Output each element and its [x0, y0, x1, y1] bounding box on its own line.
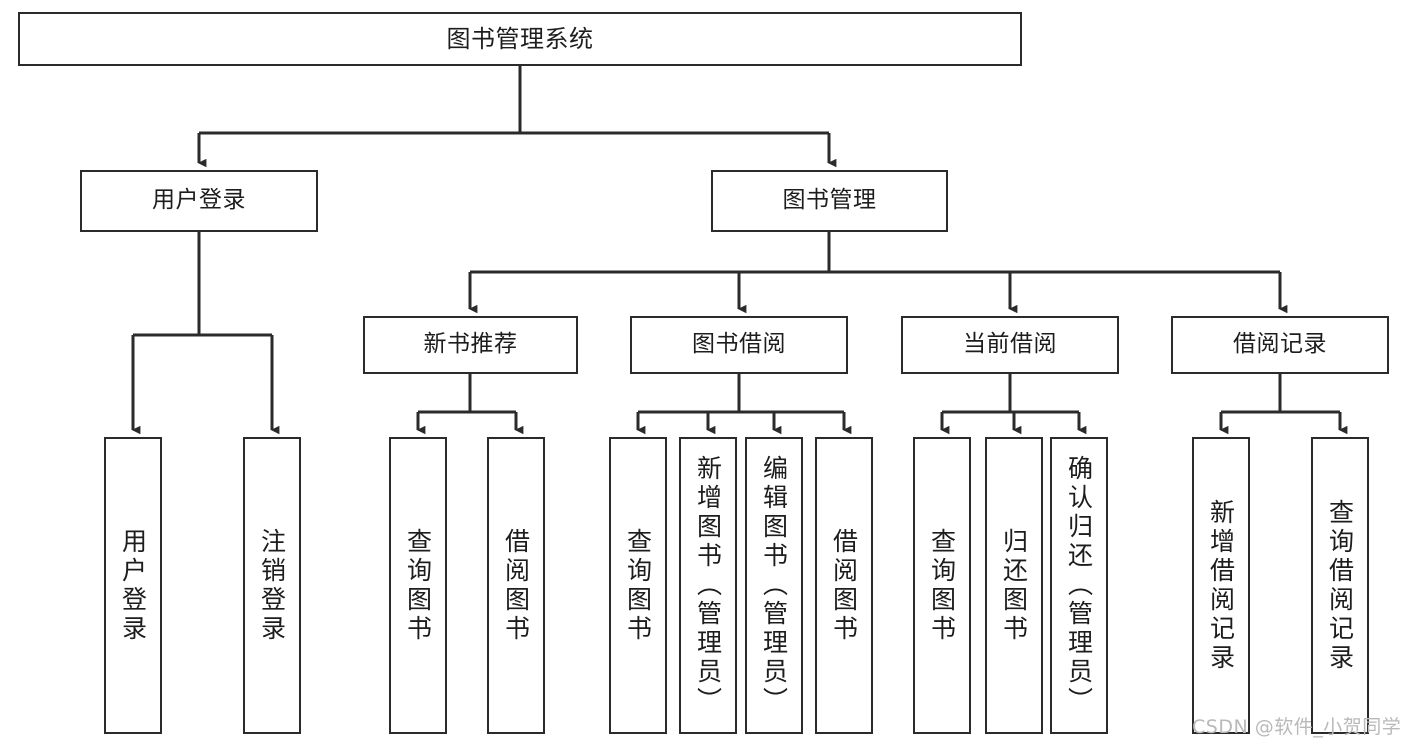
node-leaf-confirm-return[interactable]: 确认归还（管理员） [1050, 437, 1108, 734]
node-current-borrow[interactable]: 当前借阅 [901, 316, 1119, 374]
node-new-book-rec[interactable]: 新书推荐 [363, 316, 578, 374]
node-leaf-query-book-borrow[interactable]: 查询图书 [609, 437, 667, 734]
node-borrow-record[interactable]: 借阅记录 [1171, 316, 1389, 374]
node-leaf-query-book-cur-label: 查询图书 [927, 527, 957, 644]
node-leaf-return-book[interactable]: 归还图书 [985, 437, 1043, 734]
node-leaf-borrow-book-label: 借阅图书 [829, 527, 859, 644]
csdn-watermark: CSDN @软件_小贺同学 [1192, 716, 1402, 738]
node-leaf-add-book[interactable]: 新增图书（管理员） [679, 437, 737, 734]
node-borrow-record-label: 借阅记录 [1233, 331, 1327, 358]
node-leaf-edit-book[interactable]: 编辑图书（管理员） [745, 437, 803, 734]
node-root-label: 图书管理系统 [446, 24, 594, 53]
node-leaf-logout[interactable]: 注销登录 [243, 437, 301, 734]
node-user-login-label: 用户登录 [152, 187, 246, 214]
node-leaf-add-record-label: 新增借阅记录 [1206, 498, 1236, 673]
node-leaf-edit-book-label: 编辑图书（管理员） [759, 455, 789, 716]
node-leaf-query-record-label: 查询借阅记录 [1325, 498, 1355, 673]
node-root-system[interactable]: 图书管理系统 [18, 12, 1022, 66]
node-leaf-user-login[interactable]: 用户登录 [104, 437, 162, 734]
node-leaf-confirm-return-label: 确认归还（管理员） [1064, 455, 1094, 716]
node-book-manage-label: 图书管理 [782, 187, 877, 214]
node-leaf-query-book-rec-label: 查询图书 [403, 527, 433, 644]
node-leaf-add-record[interactable]: 新增借阅记录 [1192, 437, 1250, 734]
node-leaf-borrow-book[interactable]: 借阅图书 [815, 437, 873, 734]
node-leaf-logout-label: 注销登录 [257, 527, 287, 644]
node-book-manage[interactable]: 图书管理 [711, 170, 948, 232]
node-new-book-rec-label: 新书推荐 [423, 331, 518, 358]
node-leaf-query-book-cur[interactable]: 查询图书 [913, 437, 971, 734]
node-user-login[interactable]: 用户登录 [80, 170, 318, 232]
node-leaf-borrow-book-rec-label: 借阅图书 [501, 527, 531, 644]
node-leaf-query-book-rec[interactable]: 查询图书 [389, 437, 447, 734]
node-leaf-query-book-borrow-label: 查询图书 [623, 527, 653, 644]
node-leaf-user-login-label: 用户登录 [118, 527, 148, 644]
node-leaf-query-record[interactable]: 查询借阅记录 [1311, 437, 1369, 734]
node-current-borrow-label: 当前借阅 [963, 331, 1057, 358]
node-book-borrow[interactable]: 图书借阅 [630, 316, 848, 374]
node-leaf-borrow-book-rec[interactable]: 借阅图书 [487, 437, 545, 734]
node-book-borrow-label: 图书借阅 [692, 331, 786, 358]
node-leaf-return-book-label: 归还图书 [999, 527, 1029, 644]
node-leaf-add-book-label: 新增图书（管理员） [693, 455, 723, 716]
